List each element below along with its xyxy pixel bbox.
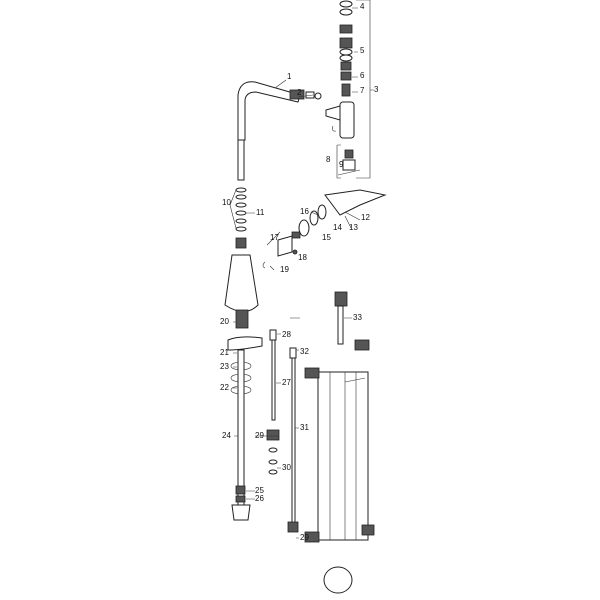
part-label-12: 12 bbox=[361, 213, 370, 222]
spout-tube bbox=[237, 139, 245, 181]
part-label-11: 11 bbox=[256, 208, 265, 217]
part-label-29b: 29 bbox=[300, 533, 309, 542]
hose-rings bbox=[235, 187, 247, 249]
part-label-14: 14 bbox=[333, 223, 342, 232]
part-label-15: 15 bbox=[322, 233, 331, 242]
part-label-10: 10 bbox=[222, 198, 231, 207]
supply-hose-cold bbox=[287, 347, 299, 533]
part-label-3: 3 bbox=[374, 85, 379, 94]
part-label-26: 26 bbox=[255, 494, 264, 503]
part-label-32: 32 bbox=[300, 347, 309, 356]
lever-handle bbox=[324, 189, 387, 216]
cartridge-stack bbox=[325, 0, 355, 139]
valve-base bbox=[337, 149, 361, 176]
spout bbox=[237, 81, 301, 141]
mounting-frame bbox=[304, 339, 375, 543]
supply-hose-hot bbox=[266, 329, 280, 475]
part-label-16: 16 bbox=[300, 207, 309, 216]
part-label-28: 28 bbox=[282, 330, 291, 339]
part-label-9: 9 bbox=[339, 160, 344, 169]
part-label-21: 21 bbox=[220, 348, 229, 357]
spout-connector bbox=[289, 89, 322, 100]
part-label-8: 8 bbox=[326, 155, 331, 164]
part-label-25: 25 bbox=[255, 486, 264, 495]
hose-assembly bbox=[227, 309, 263, 521]
part-label-4: 4 bbox=[360, 2, 365, 11]
leader-lines bbox=[229, 7, 374, 539]
part-label-24: 24 bbox=[222, 431, 231, 440]
part-label-18: 18 bbox=[298, 253, 307, 262]
spray-head bbox=[224, 254, 259, 312]
part-label-20: 20 bbox=[220, 317, 229, 326]
part-label-17: 17 bbox=[270, 233, 279, 242]
base-cover-disc bbox=[323, 566, 353, 594]
spray-head-parts bbox=[262, 204, 327, 271]
part-label-2: 2 bbox=[297, 88, 302, 97]
part-label-1: 1 bbox=[287, 72, 292, 81]
part-label-13: 13 bbox=[349, 223, 358, 232]
part-label-7: 7 bbox=[360, 86, 365, 95]
part-label-6: 6 bbox=[360, 71, 365, 80]
part-label-5: 5 bbox=[360, 46, 365, 55]
part-label-22: 22 bbox=[220, 383, 229, 392]
part-label-27: 27 bbox=[282, 378, 291, 387]
bracket-33 bbox=[334, 291, 348, 345]
part-label-29: 29 bbox=[255, 431, 264, 440]
part-label-23: 23 bbox=[220, 362, 229, 371]
part-label-33: 33 bbox=[353, 313, 362, 322]
part-label-30: 30 bbox=[282, 463, 291, 472]
part-label-31: 31 bbox=[300, 423, 309, 432]
part-label-19: 19 bbox=[280, 265, 289, 274]
